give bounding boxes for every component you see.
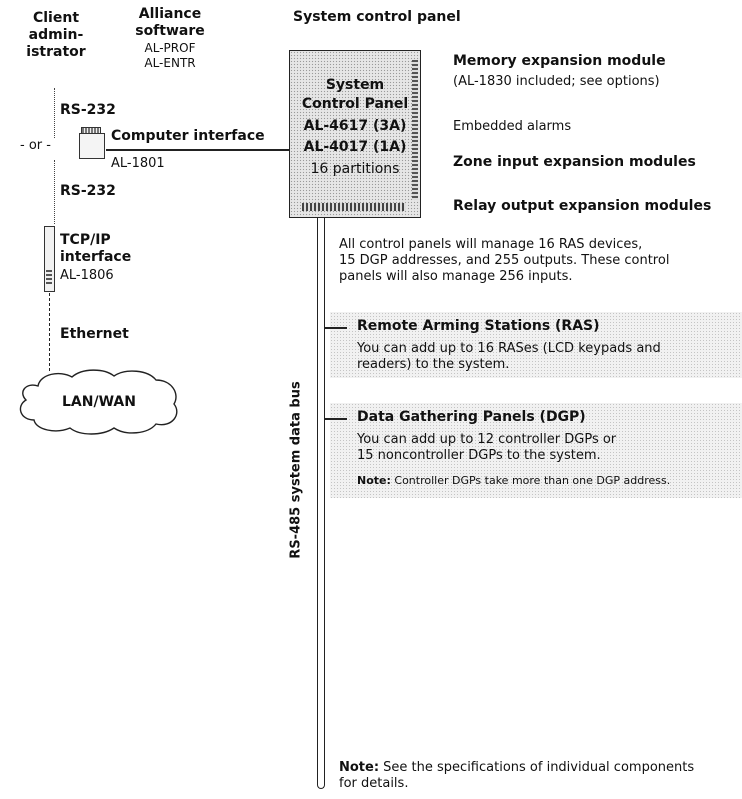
rs485-data-bus [317, 218, 325, 789]
dgp-shaded-block [330, 403, 742, 498]
dgp-description-line-2: 15 noncontroller DGPs to the system. [357, 448, 601, 463]
bus-summary-line-3: panels will also manage 256 inputs. [339, 269, 573, 284]
tcpip-device-leds [46, 270, 52, 284]
or-separator: - or - [20, 138, 51, 153]
panel-terminal-strip-bottom [302, 203, 406, 211]
ras-description-line-2: readers) to the system. [357, 357, 510, 372]
ras-description-line-1: You can add up to 16 RASes (LCD keypads … [357, 341, 661, 356]
rs232-top-label: RS-232 [60, 102, 116, 118]
alliance-software-title: Alliance software [135, 6, 205, 39]
rs232-bottom-label: RS-232 [60, 183, 116, 199]
footer-note-line-1: Note: See the specifications of individu… [339, 760, 695, 775]
bus-summary-line-2: 15 DGP addresses, and 255 outputs. These… [339, 253, 670, 268]
client-administrator-label: Client admin- istrator [26, 10, 86, 60]
bus-summary-text: All control panels will manage 16 RAS de… [339, 237, 739, 285]
computer-interface-title: Computer interface [111, 128, 265, 144]
footer-note-label: Note: [339, 760, 380, 775]
panel-line-5: 16 partitions [310, 161, 400, 177]
dgp-connector-line [325, 418, 347, 420]
panel-line-3: AL-4617 (3A) [303, 118, 407, 134]
bus-summary-line-1: All control panels will manage 16 RAS de… [339, 237, 643, 252]
relay-output-modules-label: Relay output expansion modules [453, 198, 712, 214]
ras-description: You can add up to 16 RASes (LCD keypads … [357, 341, 737, 373]
ras-connector-line [325, 327, 347, 329]
memory-expansion-note: (AL-1830 included; see options) [453, 74, 660, 89]
lan-wan-label: LAN/WAN [62, 394, 136, 410]
tcpip-interface-model: AL-1806 [60, 268, 114, 283]
ethernet-label: Ethernet [60, 326, 129, 342]
dgp-note-label: Note: [357, 474, 391, 487]
ras-shaded-block [330, 312, 742, 378]
footer-note-line-2: for details. [339, 776, 409, 791]
dgp-note: Note: Controller DGPs take more than one… [357, 474, 742, 488]
tcpip-interface-title: TCP/IP interface [60, 232, 132, 265]
system-control-panel-box: System Control Panel AL-4617 (3A) AL-401… [289, 50, 421, 218]
panel-terminal-strip-right [412, 60, 418, 200]
panel-line-2: Control Panel [301, 96, 409, 112]
connector-client-to-interface [54, 88, 55, 138]
ethernet-connector [49, 293, 50, 371]
alliance-software-products: AL-PROF AL-ENTR [144, 41, 196, 70]
memory-expansion-title: Memory expansion module [453, 53, 666, 69]
computer-interface-model: AL-1801 [111, 156, 165, 171]
system-control-panel-heading: System control panel [293, 9, 461, 25]
panel-line-1: System [325, 77, 385, 93]
connector-interface-to-tcpip [54, 160, 55, 224]
computer-interface-device-icon [79, 133, 105, 159]
panel-line-4: AL-4017 (1A) [303, 139, 407, 155]
ras-title: Remote Arming Stations (RAS) [357, 318, 600, 334]
lan-wan-cloud-icon [19, 369, 178, 435]
dgp-description-line-1: You can add up to 12 controller DGPs or [357, 432, 617, 447]
footer-note: Note: See the specifications of individu… [339, 760, 739, 792]
tcpip-interface-device-icon [44, 226, 55, 292]
dgp-title: Data Gathering Panels (DGP) [357, 409, 586, 425]
dgp-description: You can add up to 12 controller DGPs or … [357, 432, 737, 464]
zone-input-modules-label: Zone input expansion modules [453, 154, 696, 170]
interface-to-panel-line [106, 149, 290, 151]
dgp-note-text: Controller DGPs take more than one DGP a… [390, 474, 671, 487]
embedded-alarms-label: Embedded alarms [453, 119, 572, 134]
